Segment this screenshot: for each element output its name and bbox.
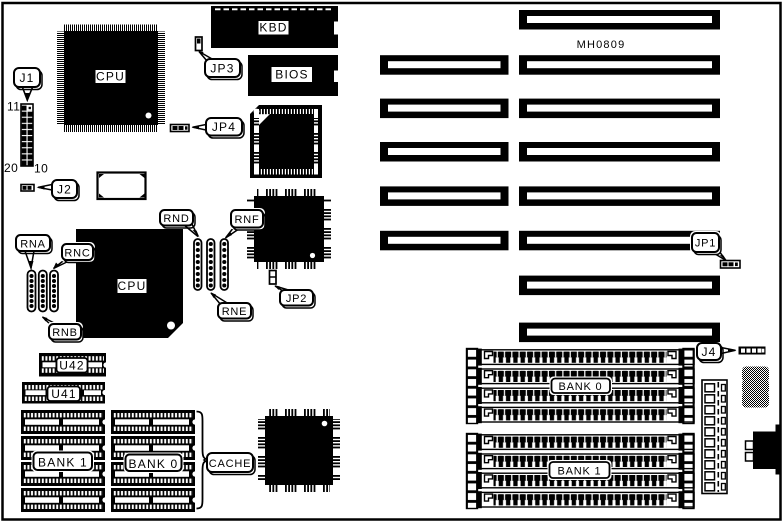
- svg-text:RNB: RNB: [52, 327, 78, 339]
- svg-text:BANK 0: BANK 0: [559, 381, 603, 393]
- svg-text:BIOS: BIOS: [275, 68, 308, 82]
- svg-text:BANK 0: BANK 0: [129, 457, 179, 471]
- svg-text:U42: U42: [59, 359, 85, 373]
- svg-text:RNE: RNE: [222, 306, 248, 318]
- svg-text:BANK 1: BANK 1: [558, 466, 602, 478]
- svg-text:CACHE: CACHE: [209, 458, 252, 470]
- svg-text:JP3: JP3: [210, 62, 234, 76]
- svg-text:CPU: CPU: [118, 279, 147, 293]
- svg-text:JP4: JP4: [212, 120, 236, 134]
- svg-text:J1: J1: [19, 71, 34, 85]
- svg-text:JP1: JP1: [695, 238, 716, 250]
- svg-text:RND: RND: [163, 213, 189, 225]
- svg-text:10: 10: [34, 162, 48, 176]
- svg-text:JP2: JP2: [286, 293, 307, 305]
- svg-text:RNF: RNF: [234, 214, 259, 226]
- svg-text:CPU: CPU: [96, 70, 125, 84]
- svg-text:MH0809: MH0809: [577, 39, 626, 51]
- svg-text:11: 11: [7, 100, 20, 114]
- svg-text:J4: J4: [701, 345, 716, 359]
- svg-text:U41: U41: [51, 387, 77, 401]
- svg-text:BANK 1: BANK 1: [38, 456, 88, 470]
- svg-text:J2: J2: [57, 183, 72, 197]
- svg-text:RNC: RNC: [64, 248, 90, 260]
- svg-text:20: 20: [4, 161, 18, 175]
- svg-text:KBD: KBD: [259, 21, 287, 35]
- svg-text:RNA: RNA: [20, 239, 46, 251]
